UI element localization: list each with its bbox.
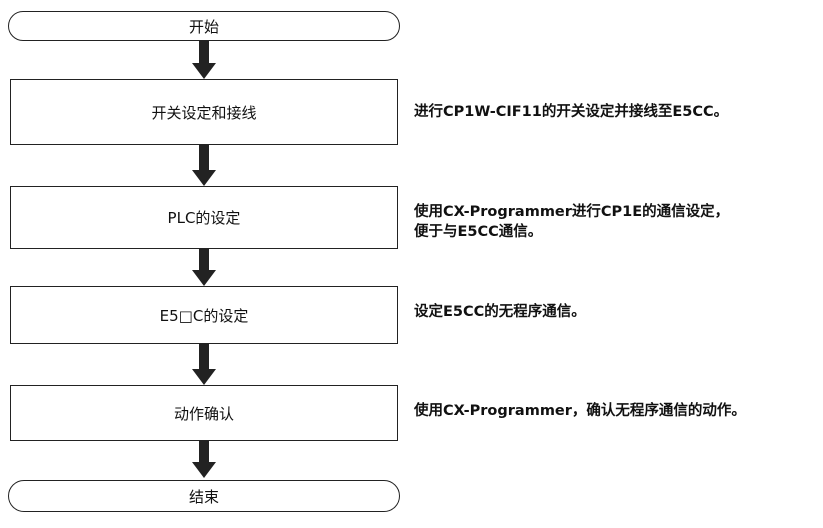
step-label-1: 开关设定和接线: [151, 103, 257, 122]
end-label: 结束: [188, 487, 219, 506]
arrow-step-2-to-step-3: [192, 249, 216, 286]
step-note-2-line-2: 便于与E5CC通信。: [414, 224, 543, 240]
start-terminal: 开始: [8, 11, 400, 41]
step-label-3: E5□C的设定: [159, 306, 249, 325]
step-box-2: PLC的设定: [10, 186, 398, 249]
step-label-2: PLC的设定: [167, 209, 241, 227]
end-terminal: 结束: [8, 480, 400, 512]
step-note-4: 使用CX-Programmer，确认无程序通信的动作。: [414, 401, 746, 421]
arrow-step-3-to-step-4: [192, 344, 216, 385]
step-note-3-line-1: 设定E5CC的无程序通信。: [414, 304, 586, 320]
arrow-step-1-to-step-2: [192, 145, 216, 186]
step-note-1: 进行CP1W-CIF11的开关设定并接线至E5CC。: [414, 102, 728, 122]
start-label: 开始: [188, 17, 219, 36]
step-note-1-line-1: 进行CP1W-CIF11的开关设定并接线至E5CC。: [414, 104, 729, 120]
step-box-1: 开关设定和接线: [10, 79, 398, 145]
arrow-step-4-to-end: [192, 441, 216, 478]
step-box-3: E5□C的设定: [10, 286, 398, 344]
step-note-2-line-1: 使用CX-Programmer进行CP1E的通信设定，: [414, 204, 730, 220]
arrow-start-to-step-1: [192, 40, 216, 79]
step-note-4-line-1: 使用CX-Programmer，确认无程序通信的动作。: [414, 403, 746, 419]
step-note-2: 使用CX-Programmer进行CP1E的通信设定， 便于与E5CC通信。: [414, 202, 729, 242]
step-note-3: 设定E5CC的无程序通信。: [414, 302, 586, 322]
step-box-4: 动作确认: [10, 385, 398, 441]
step-label-4: 动作确认: [173, 404, 234, 423]
